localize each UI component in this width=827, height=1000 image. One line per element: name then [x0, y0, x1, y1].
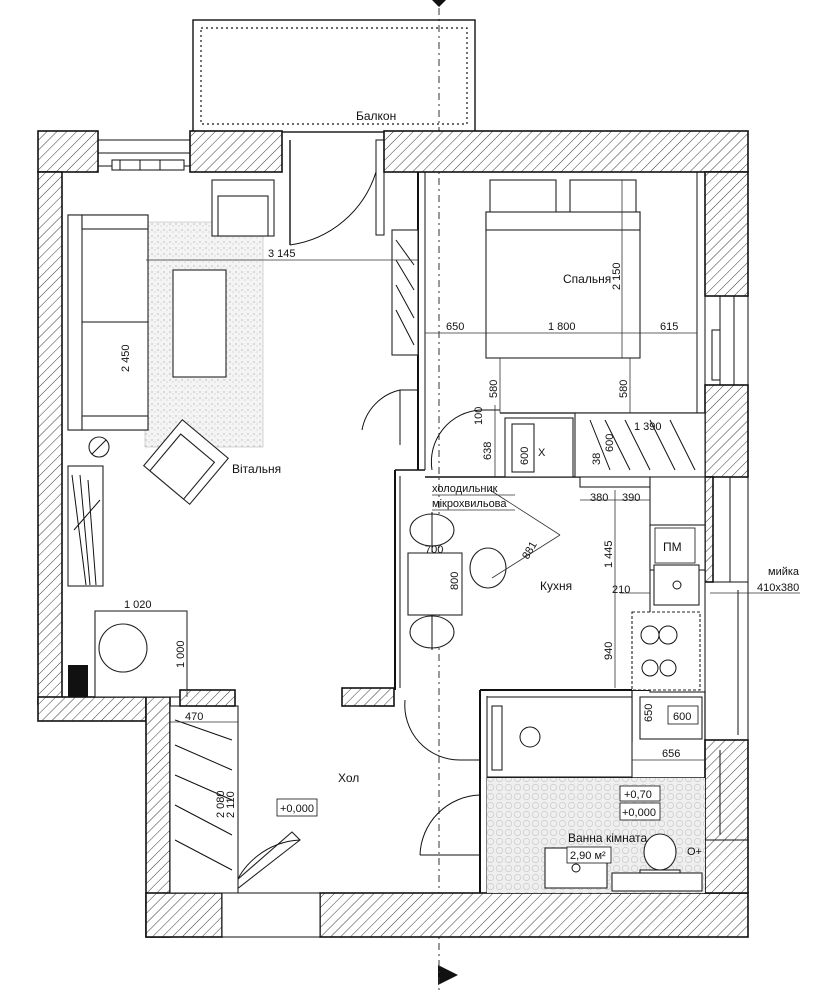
windows — [97, 139, 749, 841]
hall-closet — [169, 689, 239, 894]
dim-wardrobe-1390: 1 390 — [634, 421, 662, 433]
dim-washer-1020: 1 020 — [124, 599, 152, 611]
sink-label: мийка — [768, 566, 800, 578]
dim-638: 638 — [482, 442, 494, 460]
bathroom-label: Ванна кімната — [568, 831, 648, 845]
microwave-label: мікрохвильова — [432, 498, 507, 510]
dimension-lines — [95, 180, 800, 761]
dim-closet-2080: 2 080 — [215, 790, 227, 818]
bathroom — [486, 696, 705, 893]
bedroom-furniture — [485, 179, 721, 478]
dim-656: 656 — [662, 748, 680, 760]
dim-bed-right: 615 — [660, 321, 678, 333]
dim-living-width: 3 145 — [268, 248, 296, 260]
kitchen-label: Кухня — [540, 579, 572, 593]
dim-210: 210 — [612, 584, 630, 596]
dim-1445: 1 445 — [603, 540, 615, 568]
dim-closet-2110: 2 110 — [225, 791, 237, 818]
dim-bed-width: 1 800 — [548, 321, 576, 333]
dim-washer-1000: 1 000 — [175, 640, 187, 668]
dim-wardrobe-600: 600 — [604, 434, 616, 452]
balcony-label: Балкон — [356, 109, 396, 123]
dim-940: 940 — [603, 642, 615, 660]
bath-level-top-label: +0,70 — [624, 789, 652, 801]
dim-fridge-600: 600 — [519, 447, 531, 465]
sink-size-label: 410x380 — [757, 582, 799, 594]
bath-area-label: 2,90 м² — [570, 850, 606, 862]
balcony: Балкон — [192, 19, 476, 133]
dim-closet-470: 470 — [185, 711, 203, 723]
bedroom-label: Спальня — [563, 272, 611, 286]
doors — [220, 139, 500, 938]
living-room-furniture — [67, 159, 419, 698]
x-mark: X — [538, 447, 546, 459]
dim-table-800: 800 — [449, 572, 461, 590]
dim-881: 881 — [520, 540, 540, 562]
dishwasher-label: ПМ — [663, 540, 682, 554]
dim-380: 380 — [590, 492, 608, 504]
dim-38: 38 — [591, 453, 603, 465]
dim-580-left: 580 — [488, 380, 500, 398]
dim-580-right: 580 — [618, 380, 630, 398]
bath-level-label: +0,000 — [622, 807, 656, 819]
hall-label: Хол — [338, 771, 359, 785]
outlet-label: O+ — [687, 846, 702, 858]
living-room-label: Вітальня — [232, 462, 281, 476]
dim-390: 390 — [622, 492, 640, 504]
dim-table-700: 700 — [425, 544, 443, 556]
section-markers — [432, 0, 458, 990]
dim-100: 100 — [473, 407, 485, 425]
dim-bed-left: 650 — [446, 321, 464, 333]
hall-level-label: +0,000 — [280, 803, 314, 815]
dim-650: 650 — [643, 704, 655, 722]
dim-600-box: 600 — [673, 711, 691, 723]
dim-bed-length: 2 150 — [611, 262, 623, 290]
fridge-label: холодильник — [432, 483, 498, 495]
dim-sofa-length: 2 450 — [120, 344, 132, 372]
